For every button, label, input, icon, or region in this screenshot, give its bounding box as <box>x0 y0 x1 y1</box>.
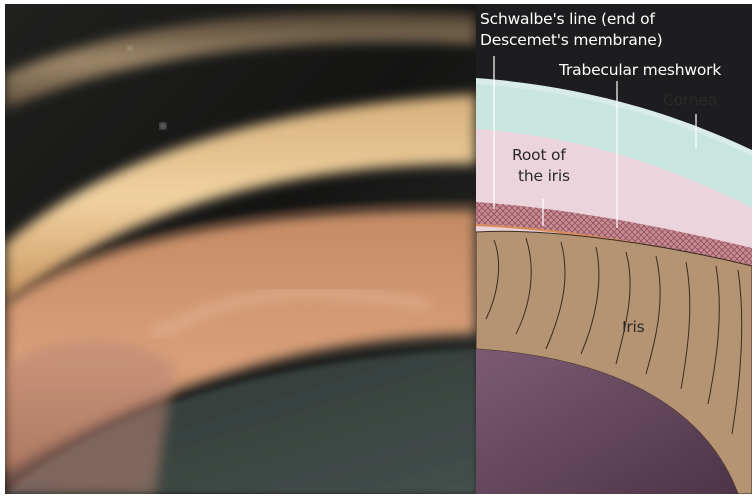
label-cornea: Cornea <box>663 91 717 110</box>
label-root-of-iris-line2: the iris <box>518 167 570 186</box>
gonioscopy-photo <box>5 4 476 494</box>
label-root-of-iris: Root of <box>512 146 566 165</box>
label-descemet-membrane: Descemet's membrane) <box>480 31 662 50</box>
label-schwalbe-line: Schwalbe's line (end of <box>480 10 655 29</box>
label-iris: Iris <box>622 318 645 337</box>
label-trabecular-meshwork: Trabecular meshwork <box>559 61 721 80</box>
